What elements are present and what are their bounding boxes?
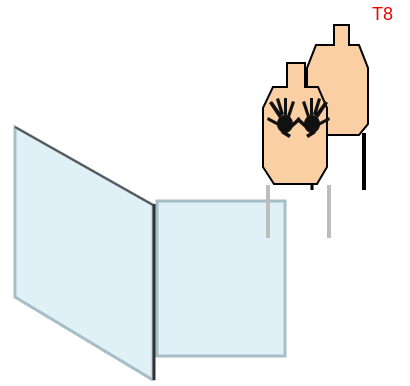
glass-panel-left-top-edge: [14, 126, 154, 206]
target-label: T8: [372, 4, 394, 24]
hands-icon: [267, 98, 330, 138]
left-hand-icon: [267, 98, 301, 138]
glass-panel-right: [155, 199, 287, 358]
right-hand-icon: [296, 98, 330, 138]
